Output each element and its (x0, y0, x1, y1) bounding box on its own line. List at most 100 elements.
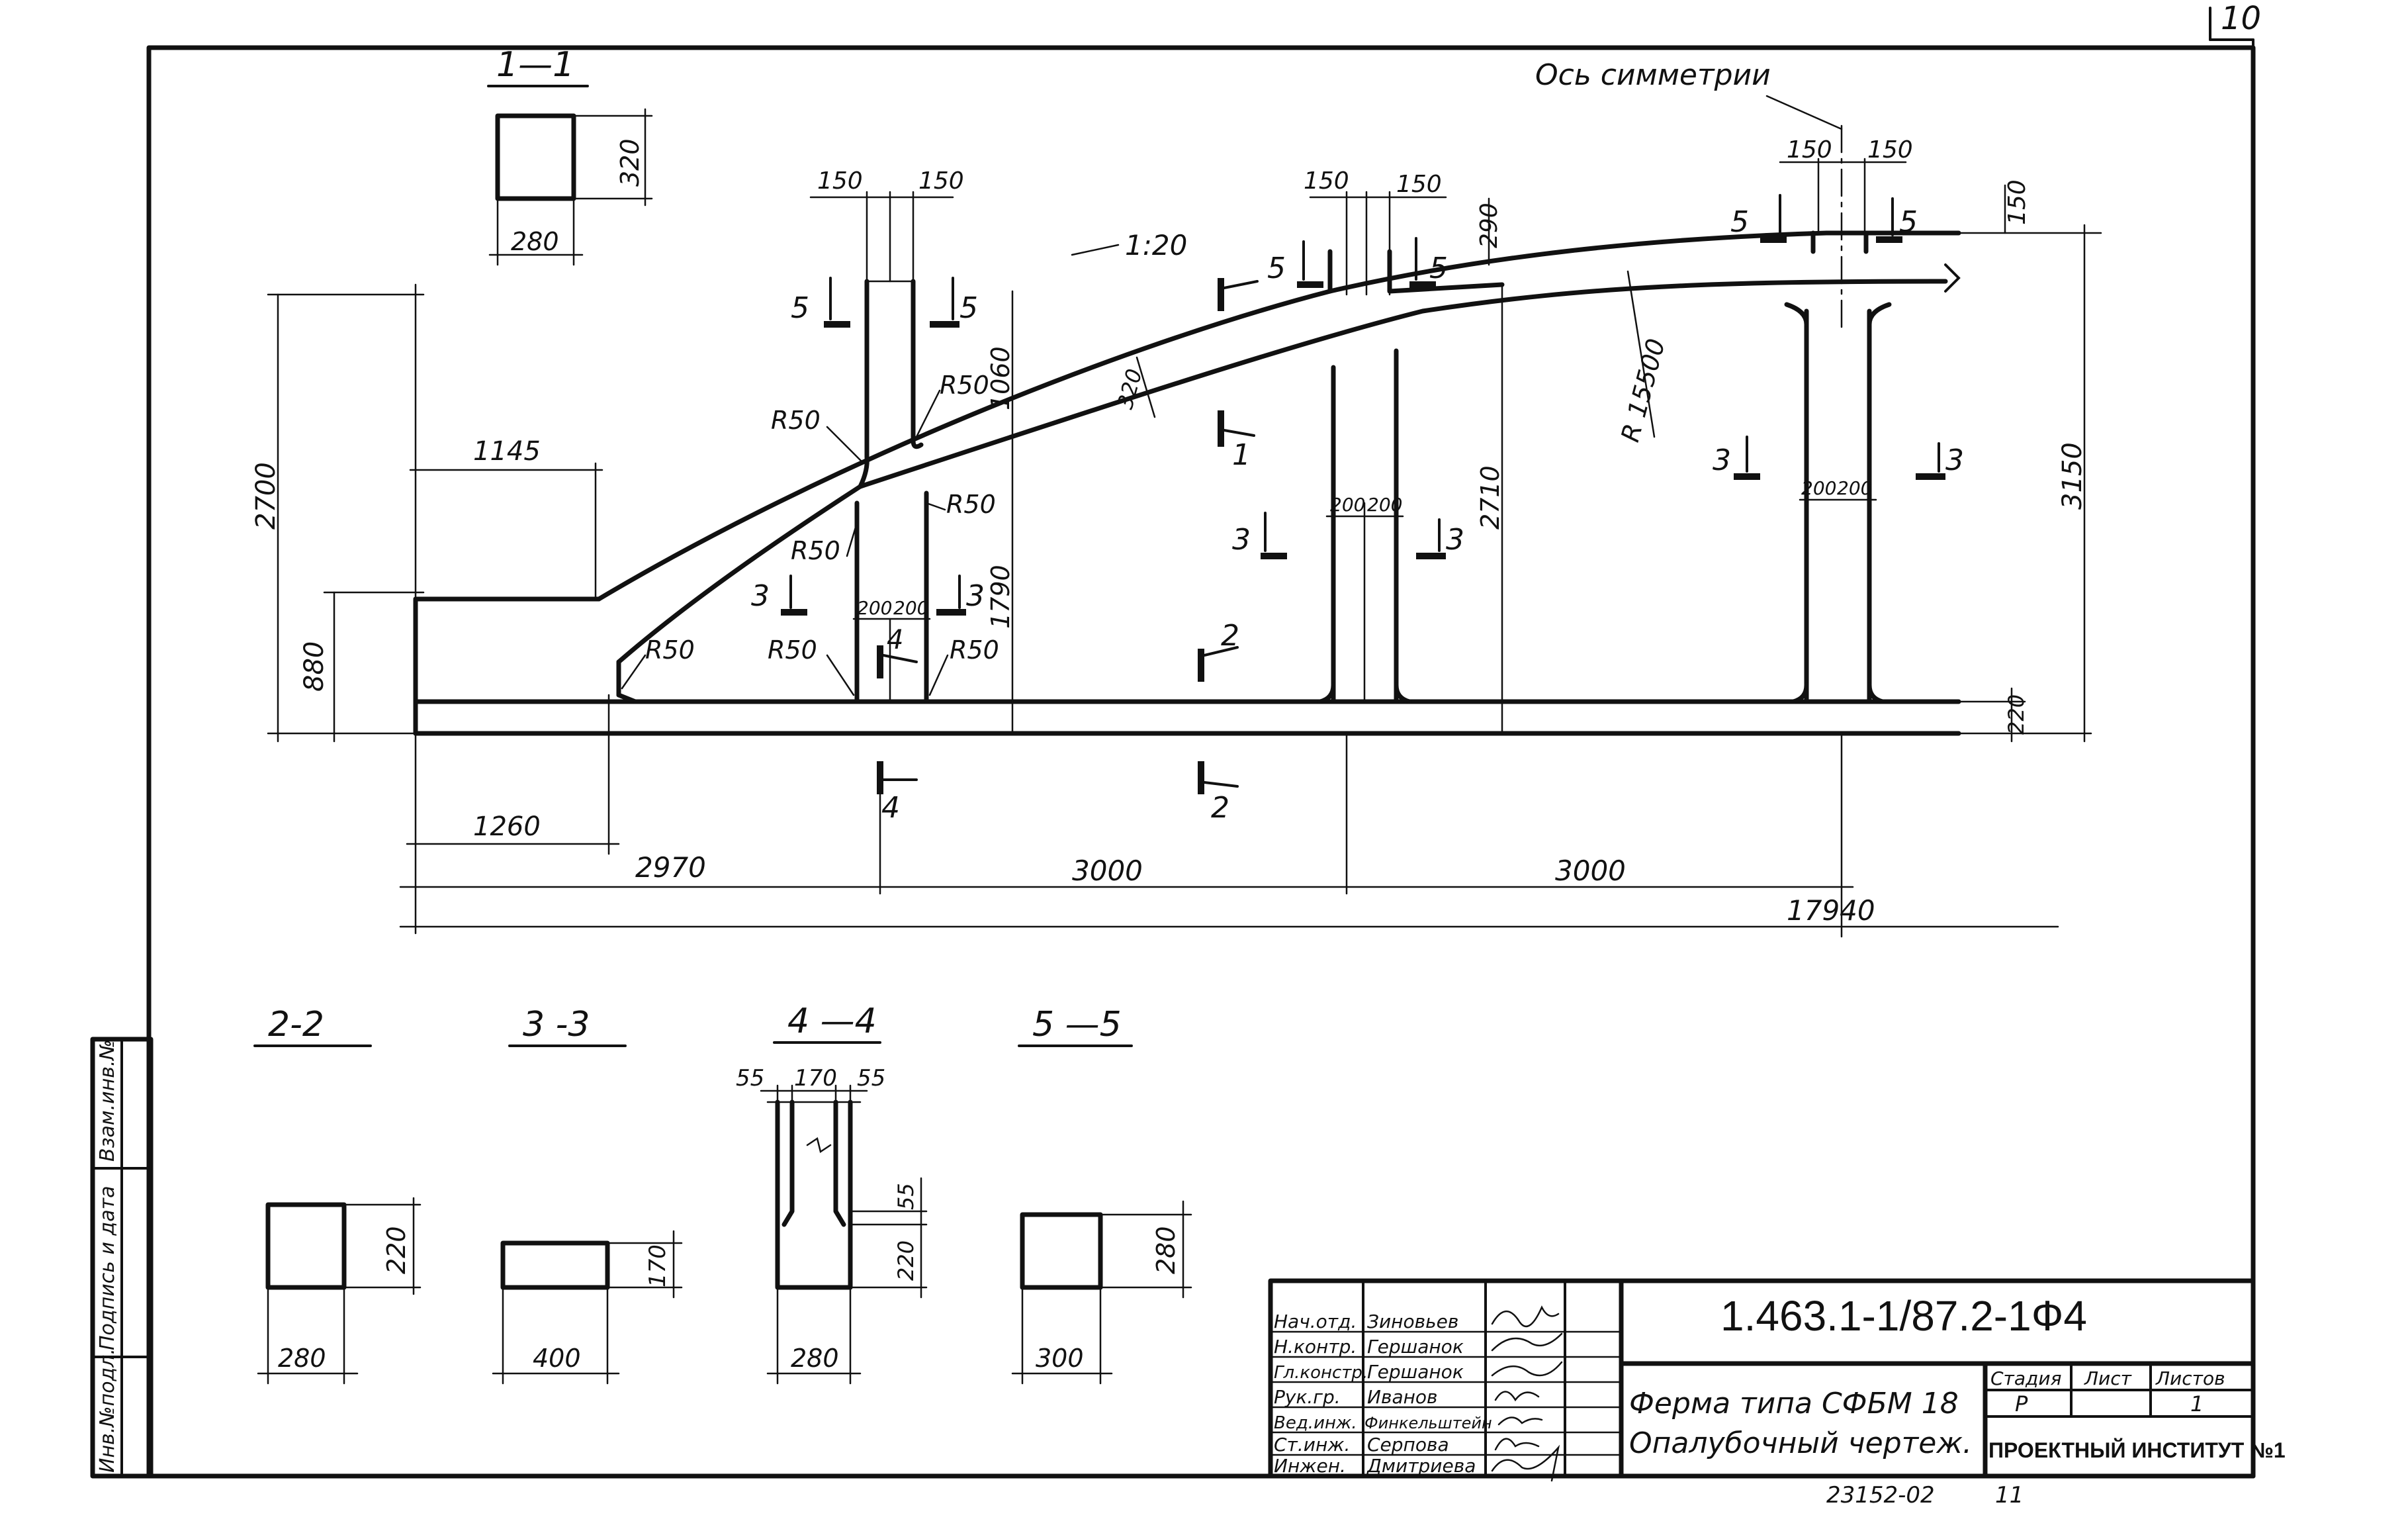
dim-150-c: 150 (1304, 167, 1349, 195)
dim-1145: 1145 (473, 436, 541, 467)
title-role-2: Гл.констр. (1274, 1363, 1368, 1383)
fillet-labels: R50 R50 R50 R50 R50 R50 R50 (621, 371, 999, 696)
dim-1060: 1060 (986, 346, 1015, 410)
section-cut-marks: 5 5 5 5 5 5 1 3 3 3 3 (751, 194, 1964, 825)
radius-label: R 15500 (1615, 336, 1671, 445)
dim-3000-a: 3000 (1072, 855, 1143, 887)
stage-label: Стадия (1990, 1368, 2061, 1389)
section-2-2-title: 2-2 (268, 1005, 324, 1044)
symmetry-axis: Ось симметрии (1535, 58, 1843, 332)
section-4-4-top-right: 55 (857, 1065, 885, 1091)
section-3-3-height: 170 (645, 1244, 671, 1287)
left-dimensions: 2700 880 1145 (251, 283, 603, 743)
title-name-2: Гершанок (1367, 1361, 1464, 1383)
section-2-2-width: 280 (278, 1344, 326, 1373)
fillet-r50-4: R50 (791, 536, 840, 565)
cut-3-b: 3 (966, 579, 985, 613)
cut-5-e: 5 (1730, 205, 1749, 239)
dim-150-g: 150 (2004, 179, 2031, 225)
title-name-5: Серпова (1367, 1434, 1449, 1456)
symmetry-axis-label: Ось симметрии (1535, 58, 1771, 92)
cut-5-a: 5 (791, 291, 809, 325)
cut-2-a: 2 (1221, 619, 1239, 653)
cut-3-c: 3 (1232, 523, 1251, 557)
section-4-4-height: 220 (893, 1240, 918, 1281)
cut-5-f: 5 (1899, 205, 1918, 239)
inner-vertical-dimensions: 1060 1790 2710 3150 220 320 (986, 224, 2092, 743)
section-4-4-top-mid: 170 (794, 1065, 837, 1091)
sheets-label: Листов (2155, 1368, 2225, 1389)
dim-150-e: 150 (1787, 136, 1832, 163)
side-stamp-sign: Подпись и дата (96, 1186, 119, 1351)
dim-320-chord: 320 (1112, 366, 1147, 412)
cut-2-b: 2 (1211, 791, 1229, 825)
title-role-3: Рук.гр. (1274, 1386, 1341, 1408)
cut-4-b: 4 (881, 791, 900, 825)
dim-150-a: 150 (817, 167, 863, 195)
archive-sheet: 11 (1995, 1482, 2024, 1508)
dim-17940: 17940 (1787, 894, 1875, 927)
title-role-1: Н.контр. (1274, 1336, 1357, 1358)
slope-label: 1:20 (1125, 229, 1187, 261)
section-2-2-height: 220 (382, 1226, 411, 1274)
cut-5-d: 5 (1429, 252, 1448, 285)
dim-290: 290 (1476, 203, 1503, 248)
title-name-1: Гершанок (1367, 1336, 1464, 1358)
fillet-r50-2: R50 (940, 371, 989, 400)
dim-200-c: 200 (1330, 494, 1365, 516)
dim-2970: 2970 (635, 851, 706, 884)
title-role-4: Вед.инж. (1274, 1413, 1357, 1433)
fillet-r50-1: R50 (771, 406, 821, 435)
section-3-3: 3 -3 170 400 (492, 1005, 683, 1385)
section-4-4-side-top: 55 (893, 1183, 918, 1210)
section-5-5-width: 300 (1036, 1344, 1084, 1373)
fillet-r50-3: R50 (946, 490, 996, 519)
dim-150-d: 150 (1396, 171, 1442, 198)
title-name-6: Дмитриева (1366, 1455, 1476, 1477)
section-4-4: 4 —4 55 170 55 55 220 280 (736, 1001, 928, 1385)
cut-1-b: 1 (1232, 438, 1251, 472)
dim-200-b: 200 (893, 597, 928, 619)
section-4-4-width: 280 (791, 1344, 839, 1373)
sheet-frame: 10 (146, 0, 2261, 1479)
cut-3-f: 3 (1945, 443, 1964, 477)
title-role-5: Ст.инж. (1274, 1434, 1350, 1456)
archive-number: 23152-02 (1826, 1482, 1935, 1508)
truss-elevation (413, 191, 1961, 736)
dim-200-d: 200 (1367, 494, 1402, 516)
section-3-3-title: 3 -3 (523, 1005, 590, 1044)
dim-200-f: 200 (1837, 477, 1872, 499)
section-4-4-title: 4 —4 (787, 1001, 877, 1041)
dim-150-b: 150 (918, 167, 964, 195)
dim-3150: 3150 (2057, 442, 2088, 510)
sheet-label: Лист (2084, 1368, 2132, 1389)
title-name-3: Иванов (1367, 1386, 1438, 1408)
dim-2710: 2710 (1476, 465, 1505, 530)
dim-880: 880 (299, 641, 330, 692)
signatures (1491, 1305, 1563, 1482)
section-1-1-width: 280 (511, 227, 559, 256)
dim-150-f: 150 (1867, 136, 1913, 163)
section-1-1: 1—1 320 280 (487, 45, 653, 266)
dim-3000-b: 3000 (1555, 855, 1626, 887)
drawing-name: Опалубочный чертеж. (1629, 1426, 1972, 1460)
cut-5-c: 5 (1267, 252, 1286, 285)
title-name-0: Зиновьев (1367, 1311, 1458, 1332)
title-role-0: Нач.отд. (1274, 1311, 1357, 1332)
title-name-4: Финкельштейн (1364, 1414, 1492, 1432)
fillet-r50-5: R50 (645, 635, 695, 665)
section-1-1-title: 1—1 (496, 45, 574, 85)
section-1-1-height: 320 (615, 138, 645, 187)
title-role-6: Инжен. (1274, 1455, 1346, 1477)
title-block: Нач.отд. Зиновьев Н.контр. Гершанок Гл.к… (1268, 1278, 2286, 1482)
side-stamp-replace: Взам.инв.№ (96, 1039, 119, 1162)
side-stamp: Взам.инв.№ Подпись и дата Инв.№подл. (90, 1037, 154, 1479)
cut-3-e: 3 (1713, 443, 1731, 477)
dim-220-side: 220 (2004, 694, 2029, 735)
cut-3-a: 3 (751, 579, 770, 613)
sheets-value: 1 (2190, 1391, 2204, 1416)
cut-4-a: 4 (887, 625, 903, 655)
organization: ПРОЕКТНЫЙ ИНСТИТУТ №1 (1988, 1438, 2286, 1462)
post-width-dimensions: 200 200 200 200 200 200 (852, 477, 1877, 703)
